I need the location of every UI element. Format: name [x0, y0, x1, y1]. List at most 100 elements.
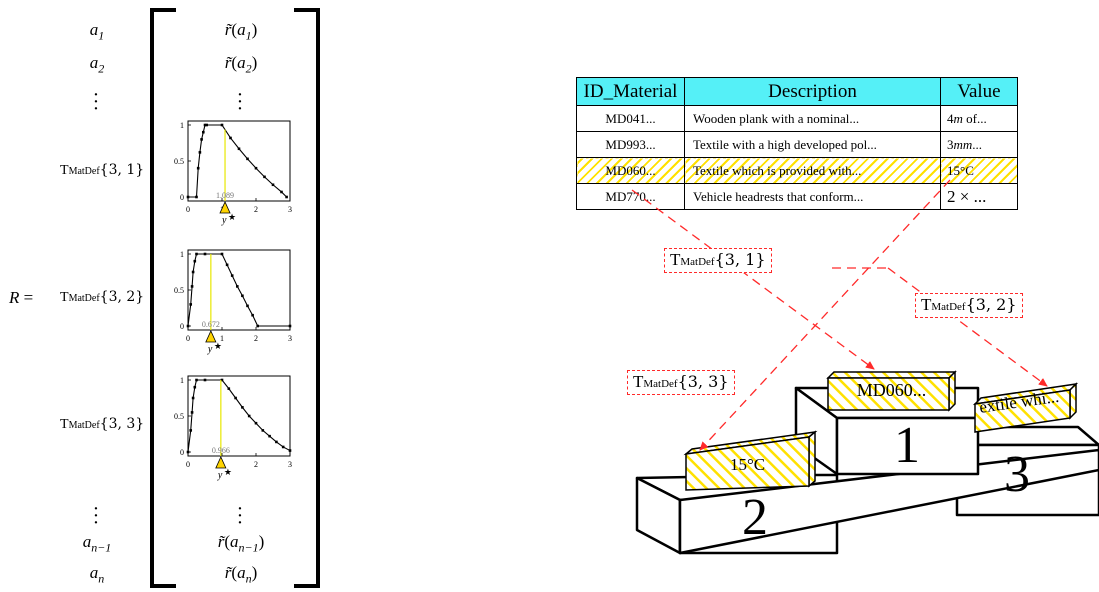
label-t32: TMatDef{3, 2}	[60, 289, 145, 305]
curve-point	[234, 396, 237, 400]
curve-point	[196, 166, 200, 170]
podium-number-3: 3	[1004, 446, 1030, 503]
curve-point	[190, 411, 194, 414]
curve-point	[254, 421, 258, 425]
label-a2: a2	[89, 53, 105, 76]
x-tick-label: 1	[220, 334, 224, 343]
ystar-value-label: 1.089	[216, 191, 234, 200]
dashed-arrows	[631, 179, 1048, 451]
curve-point	[280, 190, 283, 194]
podium-number-2: 2	[742, 489, 768, 546]
curve-point	[220, 123, 224, 127]
curve-point	[225, 263, 229, 267]
curve-point	[288, 324, 292, 328]
plot-frame	[187, 375, 291, 457]
curve-point	[203, 378, 207, 382]
plaque-2	[683, 430, 818, 491]
col-value: Value	[940, 77, 1018, 106]
curve-point	[247, 414, 251, 418]
curve-point	[195, 252, 198, 256]
y-tick-label: 0.5	[174, 157, 184, 166]
ystar-star-icon: ★	[228, 212, 236, 222]
curve-point	[230, 274, 234, 277]
curve-point	[236, 285, 239, 288]
curve-point	[195, 378, 198, 382]
curve-point	[263, 175, 266, 179]
curve-point	[246, 304, 249, 308]
curve-point	[193, 259, 197, 263]
x-tick-label: 0	[186, 205, 190, 214]
curve-point	[186, 195, 190, 199]
entry-r-a2: r̃(a2)	[224, 53, 258, 76]
curve-point	[220, 378, 224, 382]
membership-curve	[187, 253, 290, 327]
label-t33: TMatDef{3, 3}	[60, 416, 145, 432]
label-an-1: an−1	[82, 532, 112, 555]
curve-point	[241, 294, 244, 298]
y-tick-label: 0	[180, 322, 184, 331]
curve-point	[203, 252, 207, 256]
matrix-bracket-left	[150, 8, 176, 588]
x-tick-label: 3	[288, 460, 292, 469]
curve-point	[202, 130, 205, 134]
plaque-1	[826, 370, 957, 412]
plaque-3	[972, 382, 1079, 433]
entry-r-an: r̃(an)	[224, 563, 258, 586]
ystar-marker	[219, 201, 231, 214]
curve-point	[189, 429, 193, 432]
table-row-highlighted: MD060... Textile which is provided with.…	[576, 157, 1018, 184]
curve-point	[254, 166, 258, 170]
curve-point	[256, 324, 259, 328]
entry-r-an-1: r̃(an−1)	[217, 532, 265, 555]
ystar-star-icon: ★	[224, 467, 232, 477]
label-an: an	[89, 563, 105, 586]
y-tick-label: 0	[180, 448, 184, 457]
x-tick-label: 2	[254, 205, 258, 214]
curve-point	[190, 285, 194, 288]
curve-point	[191, 396, 195, 400]
ystar-value-label: 0.966	[212, 446, 230, 455]
curve-point	[251, 313, 254, 317]
ystar-value-label: 0.672	[202, 320, 220, 329]
entry-r-a1: r̃(a1)	[224, 20, 258, 43]
curve-point	[205, 123, 208, 127]
curve-point	[198, 151, 202, 154]
ystar-star-icon: ★	[214, 341, 222, 351]
ystar-marker-label: y	[217, 470, 223, 481]
matrix-symbol: R =	[9, 288, 34, 307]
x-tick-label: 2	[254, 460, 258, 469]
ystar-marker	[205, 330, 217, 343]
y-tick-label: 0.5	[174, 286, 184, 295]
x-tick-label: 3	[288, 205, 292, 214]
curve-point	[195, 195, 198, 199]
y-tick-label: 0.5	[174, 412, 184, 421]
col-id-material: ID_Material	[576, 77, 685, 106]
curve-point	[288, 449, 292, 452]
curve-point	[268, 434, 271, 438]
y-tick-label: 1	[180, 250, 184, 259]
material-table: ID_Material Description Value MD041... W…	[576, 77, 1018, 210]
curve-point	[241, 406, 244, 409]
vdots-matrix-top: ···	[236, 84, 244, 120]
matrix-bracket-right	[294, 8, 320, 588]
label-t31: TMatDef{3, 1}	[60, 162, 145, 178]
table-row: MD993... Textile with a high developed p…	[576, 131, 1018, 158]
label-a1: a1	[89, 20, 105, 43]
curve-point	[261, 429, 265, 432]
plaque-1-label: MD060...	[856, 380, 927, 400]
curve-point	[189, 303, 193, 306]
plaque-2-label: 15°C	[730, 455, 766, 474]
curve-point	[227, 387, 231, 390]
curve-point	[271, 183, 275, 187]
x-tick-label: 2	[254, 334, 258, 343]
col-description: Description	[684, 77, 941, 106]
curve-point	[186, 450, 190, 454]
curve-point	[275, 440, 278, 444]
y-tick-label: 1	[180, 376, 184, 385]
vdots-left-top: ···	[92, 84, 100, 120]
x-tick-label: 0	[186, 460, 190, 469]
